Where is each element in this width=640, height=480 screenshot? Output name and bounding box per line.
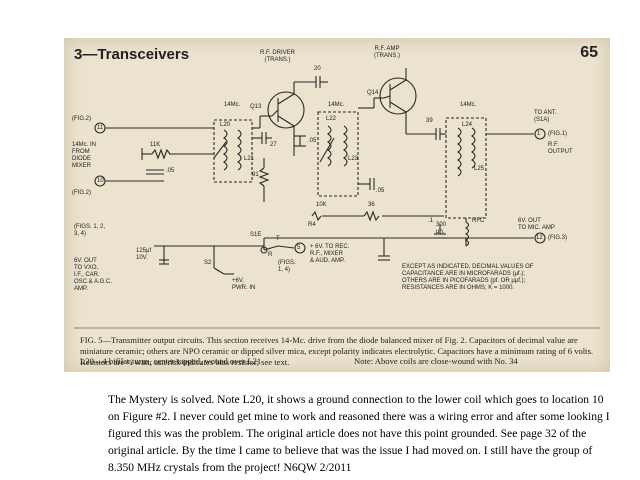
page-number: 65 [580, 44, 598, 61]
fig3-label: (FIG.3) [548, 235, 567, 241]
power-in-label: +6V. PWR. IN [232, 278, 256, 291]
freq-label-2: 14Mc. [328, 102, 345, 108]
section-title: 3—Transceivers [74, 46, 190, 63]
to-ant-label: TO ANT. (S1A) [534, 110, 557, 123]
rfc-label: RFC [472, 218, 485, 224]
r10k-label: 10K [316, 202, 327, 208]
switch-r-label: R [268, 252, 273, 258]
coil-note-right: Note: Above coils are close-wound with N… [354, 356, 518, 366]
figs-left-label: (FIGS. 1, 2, 3, 4) [74, 224, 106, 237]
mic-amp-out-label: 6V. OUT TO MIC. AMP [518, 218, 555, 231]
c1-label: .1 [428, 218, 434, 224]
author-comment: The Mystery is solved. Note L20, it show… [108, 393, 610, 474]
c20-label: 20 [314, 66, 321, 72]
freq-label-1: 14Mc. [224, 102, 241, 108]
input-desc-label: 14Mc. IN FROM DIODE MIXER [72, 142, 97, 169]
figure-caption: FIG. 5—Transmitter output circuits. This… [80, 335, 594, 367]
fig2-bottom-label: (FIG.2) [72, 190, 91, 196]
fig1-label: (FIG.1) [548, 131, 567, 137]
c05a-label: .05 [166, 168, 175, 174]
rfc-value-label: 300 μh. [436, 222, 447, 235]
r4-label: R4 [308, 222, 316, 228]
rf-amp-label: R.F. AMP (TRANS.) [374, 46, 400, 59]
r11k-label: 11K [150, 142, 161, 148]
c39-label: 39 [426, 118, 433, 124]
l24-label: L24 [462, 122, 473, 128]
rf-driver-label: R.F. DRIVER (TRANS.) [260, 50, 296, 63]
r36-label: 36 [368, 202, 375, 208]
l23-label: L23 [348, 156, 359, 162]
freq-label-3: 14Mc. [460, 102, 477, 108]
value-convention-note: EXCEPT AS INDICATED, DECIMAL VALUES OF C… [402, 264, 534, 291]
c05c-label: .05 [376, 188, 385, 194]
l21-label: L21 [244, 156, 255, 162]
c05b-label: .05 [308, 138, 317, 144]
vxo-out-label: 6V. OUT TO VXO, I.F., CAR. OSC.& A.G.C. … [74, 258, 113, 292]
fig2-top-label: (FIG.2) [72, 116, 91, 122]
l25-label: L25 [474, 166, 485, 172]
rf-output-label: R.F. OUTPUT [548, 142, 573, 155]
s2-label: S2 [204, 260, 212, 266]
node-10-label: 10 [97, 178, 104, 184]
s1e-label: S1E [250, 232, 262, 238]
node-12-label: 12 [536, 235, 543, 241]
coil-note: L20—4 bifilar turns, center-tapped, woun… [80, 356, 262, 366]
q14-label: Q14 [367, 90, 379, 96]
node-5-label: 5 [297, 245, 301, 251]
node-11-label: 11 [97, 125, 104, 131]
q13-label: Q13 [250, 104, 262, 110]
figs-14-label: (FIGS. 1, 4) [278, 260, 296, 273]
l20-label: L20 [220, 122, 231, 128]
scanned-book-page: 3—Transceivers 65 R.F. DRIVER (TRANS.) R… [64, 38, 610, 372]
c27-label: 27 [270, 142, 277, 148]
switch-t-label: T [276, 236, 280, 242]
node-1-label: 1 [537, 131, 541, 137]
r91-label: 91 [252, 172, 259, 178]
l22-label: L22 [326, 116, 337, 122]
c125-label: 125μf 10V. [136, 248, 152, 261]
schematic-diagram [74, 68, 600, 329]
to-rec-label: + 6V. TO REC. R.F., MIXER & AUD. AMP. [310, 244, 350, 264]
